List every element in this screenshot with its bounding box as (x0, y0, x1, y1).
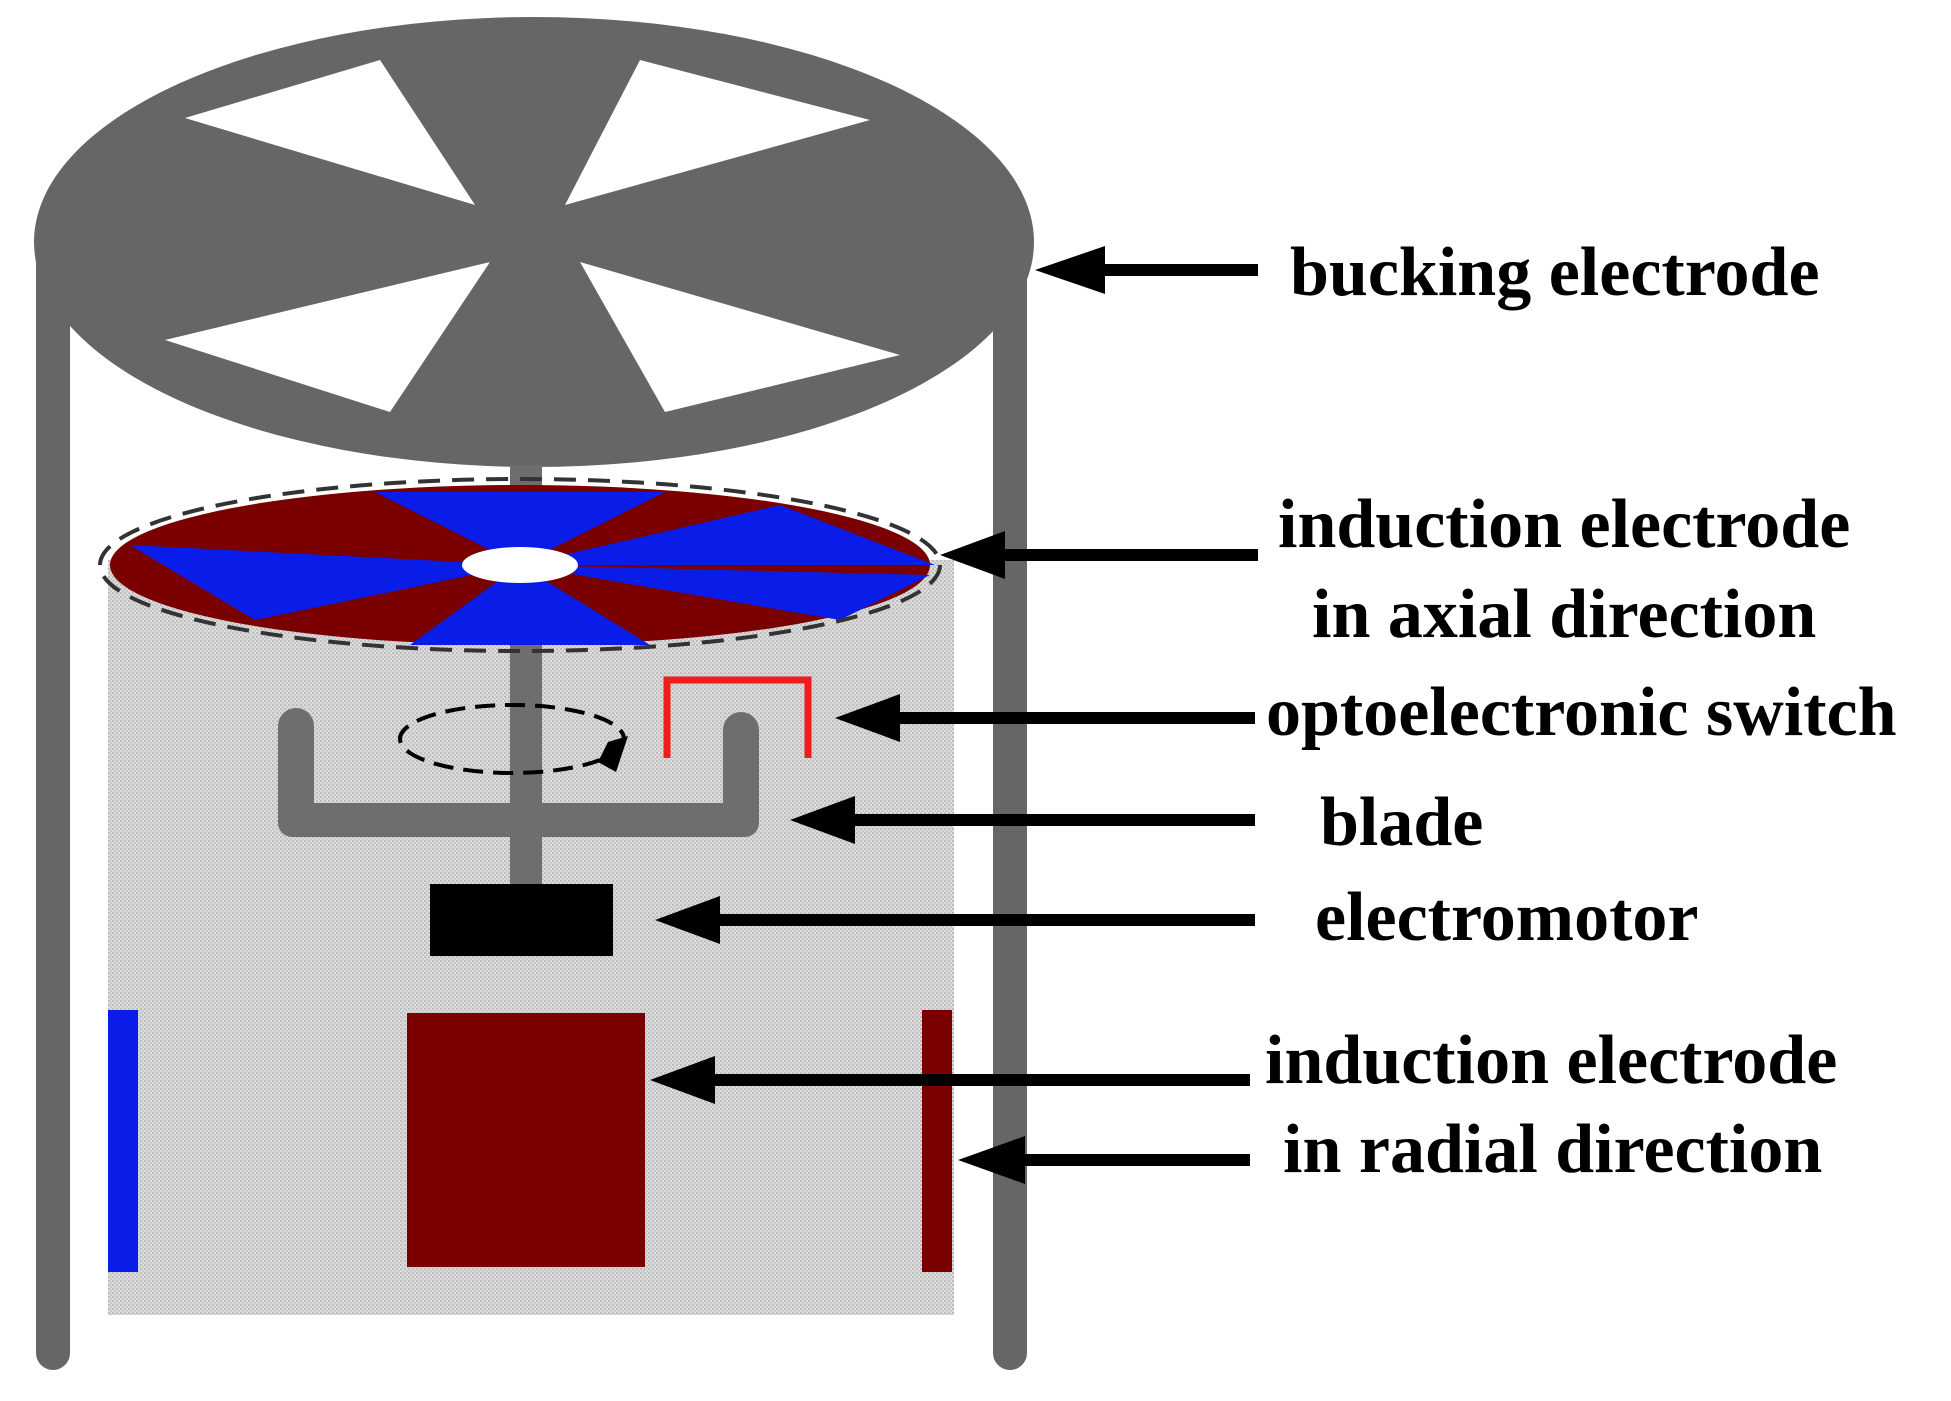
label-electromotor: electromotor (1315, 879, 1698, 956)
arrowhead-optoelectronic-switch (835, 694, 900, 742)
label-optoelectronic-switch: optoelectronic switch (1266, 674, 1897, 751)
arrowhead-induction-axial (940, 531, 1005, 579)
label-induction-radial-line2: in radial direction (1283, 1111, 1822, 1188)
arrowhead-blade (790, 796, 855, 844)
induction-electrode-axial (98, 477, 942, 653)
bucking-electrode-right-leg (993, 240, 1027, 1370)
radial-electrode-left-blue (108, 1010, 138, 1272)
bucking-electrode-disc (34, 17, 1034, 467)
bucking-electrode-left-leg (36, 240, 70, 1370)
arrowhead-electromotor (655, 896, 720, 944)
electromotor (430, 884, 613, 956)
blade (278, 708, 759, 837)
label-induction-axial-line1: induction electrode (1278, 486, 1850, 563)
arrowhead-bucking-electrode (1035, 246, 1105, 294)
label-induction-axial-line2: in axial direction (1312, 576, 1816, 653)
arrowhead-radial-right (958, 1136, 1025, 1184)
rotation-indicator (398, 702, 628, 775)
label-induction-radial-line1: induction electrode (1265, 1022, 1837, 1099)
label-bucking-electrode: bucking electrode (1290, 234, 1820, 311)
arrowhead-radial-center (650, 1056, 715, 1104)
radial-electrode-right (922, 1010, 952, 1272)
optoelectronic-switch (663, 676, 812, 758)
label-blade: blade (1320, 784, 1483, 861)
radial-electrode-center (407, 1013, 645, 1267)
pointer-arrows (650, 246, 1258, 1184)
